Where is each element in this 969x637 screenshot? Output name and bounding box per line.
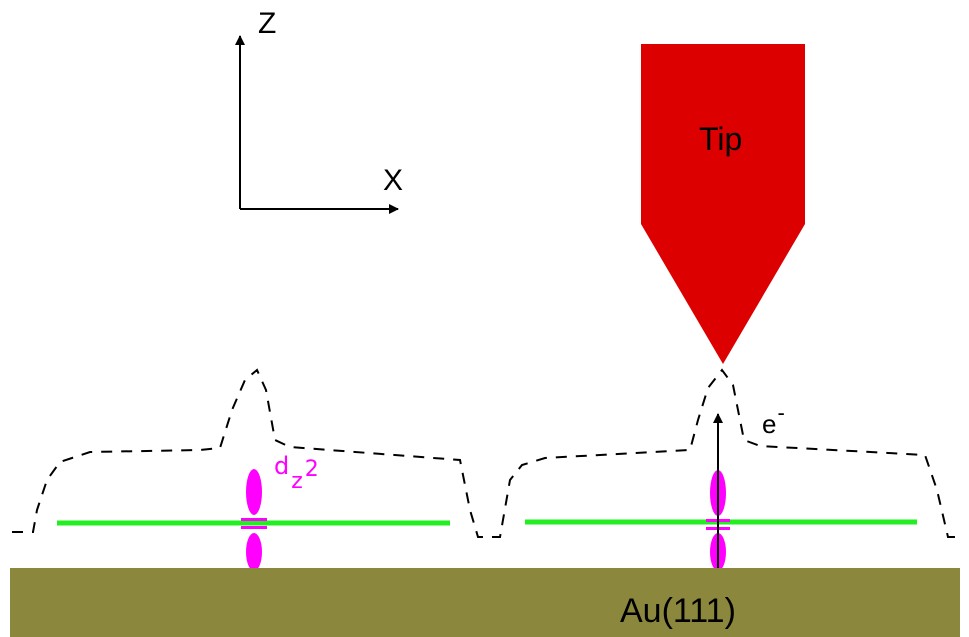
orbital-label-sub: z (291, 469, 303, 494)
tip-label: Tip (699, 121, 742, 157)
substrate-slab (10, 568, 960, 637)
tip-shape (641, 44, 805, 364)
dz2-orbital-left: dz2 (241, 452, 319, 571)
z-axis-label: Z (258, 7, 276, 40)
orbital-lobe-upper (246, 469, 262, 515)
coordinate-axes: Z X (240, 7, 403, 209)
orbital-lobe-lower (246, 533, 262, 571)
orbital-label-main: d (274, 452, 289, 480)
x-axis-label: X (383, 164, 403, 197)
substrate-label: Au(111) (620, 592, 736, 630)
orbital-ring-top (241, 518, 267, 521)
height-profile-dashed (12, 370, 962, 537)
electron-label-sup: - (777, 400, 784, 425)
electron-label: e- (762, 400, 785, 439)
stm-tip: Tip (641, 44, 805, 364)
orbital-label-sup: 2 (305, 457, 319, 482)
electron-tunneling: e- (718, 400, 785, 570)
orbital-label: dz2 (274, 452, 319, 494)
au-substrate: Au(111) (10, 568, 960, 637)
orbital-ring-bottom (241, 526, 267, 529)
electron-label-main: e (762, 409, 776, 439)
